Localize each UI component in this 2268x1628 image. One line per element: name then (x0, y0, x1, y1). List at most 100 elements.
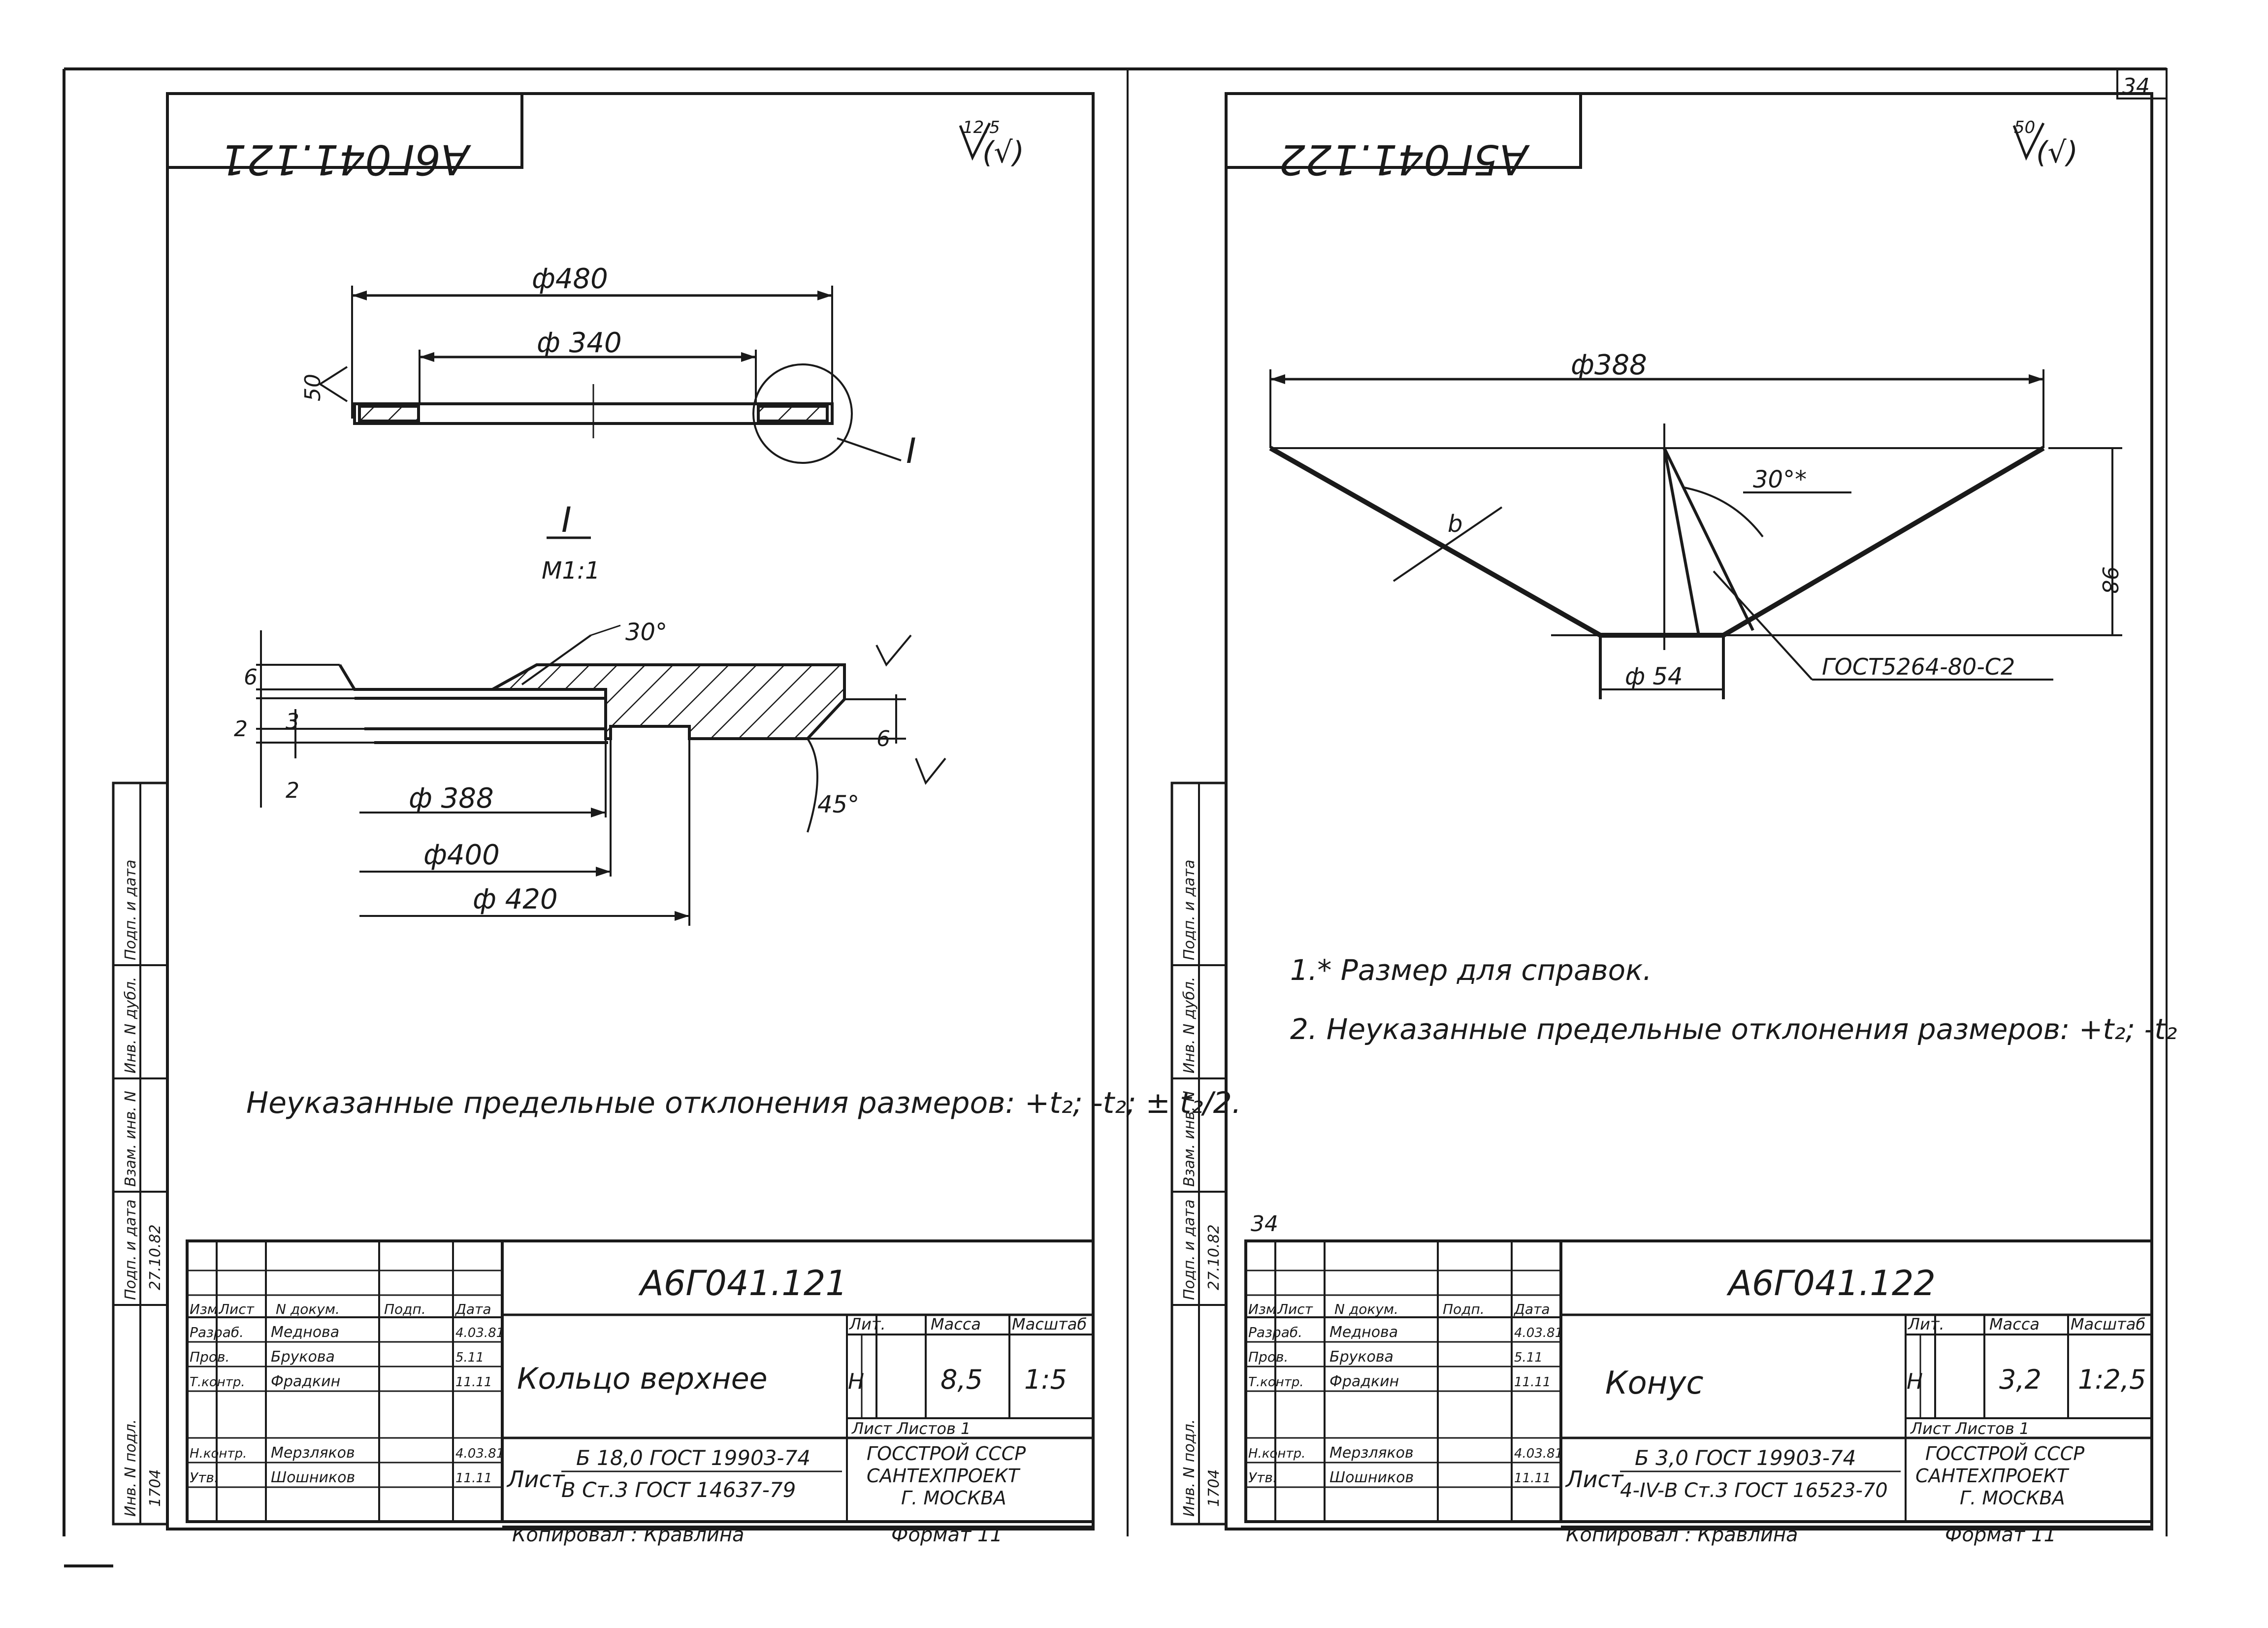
left-tb-mass: 8,5 (940, 1364, 983, 1395)
svg-text:27.10.82: 27.10.82 (147, 1224, 164, 1290)
svg-text:11.11: 11.11 (1514, 1375, 1551, 1390)
svg-text:Изм.: Изм. (190, 1301, 222, 1317)
svg-text:1704: 1704 (147, 1469, 164, 1507)
svg-text:Подп. и дата: Подп. и дата (1181, 1200, 1198, 1300)
svg-text:12,5: 12,5 (963, 118, 1000, 137)
left-title-block: А6Г041.121 Кольцо верхнее Лит. Масса Мас… (186, 1239, 1095, 1523)
weld-callout: ГОСТ5264-80-С2 (1822, 653, 2015, 680)
svg-text:Инв. N подл.: Инв. N подл. (1181, 1419, 1198, 1517)
right-note-2: 2. Неуказанные предельные отклонения раз… (1290, 1012, 2177, 1046)
right-note-1: 1.* Размер для справок. (1290, 953, 1652, 987)
dim-d340: ф 340 (537, 327, 622, 359)
left-roughness-mark: 12,5 (√) (959, 118, 1024, 170)
right-tb-scale: 1:2,5 (2078, 1364, 2146, 1395)
dim-cone-h98: 98 (2097, 566, 2122, 594)
dim-h6r: 6 (876, 726, 890, 751)
left-sheet: А6Г041.121 12,5 (√) ф480 ф 340 (112, 92, 1241, 1546)
svg-text:Масса: Масса (931, 1315, 981, 1334)
svg-text:Лит.: Лит. (1908, 1315, 1944, 1334)
detail-I: I М1:1 6 2 3 2 30° 6 (234, 500, 946, 926)
svg-text:Мерзляков: Мерзляков (1329, 1444, 1414, 1462)
svg-text:50: 50 (2014, 118, 2035, 137)
svg-text:Разраб.: Разраб. (190, 1324, 244, 1340)
right-designation-inverted: А5Г041.122 (1279, 135, 1530, 184)
svg-text:Разраб.: Разраб. (1248, 1324, 1302, 1340)
svg-text:4.03.81: 4.03.81 (455, 1446, 504, 1461)
ring-view: ф480 ф 340 I 50 (300, 263, 916, 471)
svg-text:Инв. N дубл.: Инв. N дубл. (1181, 977, 1198, 1074)
svg-text:Меднова: Меднова (271, 1324, 339, 1341)
svg-text:ГОССТРОЙ СССР: ГОССТРОЙ СССР (1925, 1443, 2084, 1465)
svg-text:Шошников: Шошников (271, 1469, 355, 1486)
svg-text:Подп. и дата: Подп. и дата (1181, 860, 1198, 960)
left-tb-designation: А6Г041.121 (638, 1263, 847, 1303)
svg-text:Подп. и дата: Подп. и дата (122, 860, 139, 960)
svg-text:Масштаб: Масштаб (2071, 1315, 2145, 1334)
left-designation-inverted: А6Г041.121 (220, 135, 471, 184)
detail-scale: М1:1 (542, 557, 600, 585)
svg-text:Лист: Лист (506, 1466, 565, 1493)
svg-text:27.10.82: 27.10.82 (1205, 1224, 1223, 1290)
right-side-strip: Подп. и дата Инв. N дубл. Взам. инв. N П… (1170, 781, 1228, 1526)
right-tb-name: Конус (1605, 1365, 1704, 1401)
svg-text:Утв.: Утв. (190, 1469, 219, 1486)
svg-text:Лист Листов 1: Лист Листов 1 (1910, 1419, 2029, 1438)
right-tb-mass: 3,2 (1999, 1364, 2041, 1395)
left-side-strip: Подп. и дата Инв. N дубл. Взам. инв. N П… (112, 781, 169, 1526)
svg-text:Пров.: Пров. (190, 1349, 229, 1365)
svg-text:Фрадкин: Фрадкин (1329, 1373, 1399, 1390)
svg-text:11.11: 11.11 (1514, 1471, 1551, 1486)
dim-cone-thick: b (1448, 510, 1462, 538)
callout-I: I (906, 431, 916, 471)
dim-h6: 6 (244, 665, 258, 690)
svg-text:Брукова: Брукова (271, 1348, 335, 1366)
svg-text:Инв. N дубл.: Инв. N дубл. (122, 977, 139, 1074)
dim-h2b: 2 (286, 778, 299, 803)
svg-text:11.11: 11.11 (455, 1375, 492, 1390)
svg-text:5.11: 5.11 (1514, 1350, 1543, 1365)
dim-cone-a30: 30°* (1753, 466, 1807, 493)
dim-r50: 50 (300, 374, 325, 401)
svg-text:Дата: Дата (454, 1301, 491, 1317)
right-roughness-mark: 50 (√) (2012, 118, 2078, 170)
svg-text:Т.контр.: Т.контр. (190, 1375, 245, 1390)
left-tb-scale: 1:5 (1024, 1364, 1067, 1395)
svg-text:Масса: Масса (1989, 1315, 2040, 1334)
right-corner-number: 34 (1251, 1211, 1278, 1237)
svg-text:5.11: 5.11 (455, 1350, 484, 1365)
svg-text:Взам. инв. N: Взам. инв. N (122, 1091, 139, 1187)
left-tb-material-top: Б 18,0 ГОСТ 19903-74 (576, 1446, 810, 1470)
svg-text:Взам. инв. N: Взам. инв. N (1181, 1091, 1198, 1187)
right-tb-material-bottom: 4-IV-В Ст.3 ГОСТ 16523-70 (1620, 1479, 1888, 1502)
dim-d388: ф 388 (409, 782, 494, 814)
svg-text:1704: 1704 (1205, 1469, 1223, 1507)
left-tb-lit: Н (848, 1369, 864, 1394)
svg-text:4.03.81: 4.03.81 (1514, 1326, 1563, 1340)
svg-text:Г. МОСКВА: Г. МОСКВА (901, 1487, 1006, 1509)
outer-border (63, 67, 2168, 1567)
svg-text:Лист Листов 1: Лист Листов 1 (851, 1419, 971, 1438)
dim-d400: ф400 (423, 839, 500, 871)
dim-d420: ф 420 (473, 883, 558, 915)
svg-text:Подп.: Подп. (1443, 1301, 1485, 1317)
dim-h3: 3 (286, 709, 299, 734)
svg-text:Лист: Лист (1565, 1466, 1624, 1493)
left-tb-name: Кольцо верхнее (517, 1362, 768, 1396)
right-tb-designation: А6Г041.122 (1726, 1263, 1936, 1303)
svg-text:Лит.: Лит. (849, 1315, 886, 1334)
svg-text:Пров.: Пров. (1248, 1349, 1288, 1365)
dim-cone-d388: ф388 (1571, 349, 1647, 381)
cone-view: ф388 ф 54 98 30°* b ГОСТ5264-80-С2 (1269, 349, 2122, 699)
dim-a45: 45° (817, 791, 859, 818)
svg-text:Масштаб: Масштаб (1012, 1315, 1087, 1334)
svg-text:Дата: Дата (1513, 1301, 1550, 1317)
svg-text:Г. МОСКВА: Г. МОСКВА (1960, 1487, 2065, 1509)
svg-text:4.03.81: 4.03.81 (1514, 1446, 1563, 1461)
right-tb-material-top: Б 3,0 ГОСТ 19903-74 (1635, 1446, 1856, 1470)
svg-text:Меднова: Меднова (1329, 1324, 1398, 1341)
right-tb-lit: Н (1907, 1369, 1923, 1394)
dim-cone-d54: ф 54 (1625, 663, 1683, 690)
svg-text:САНТЕХПРОЕКТ: САНТЕХПРОЕКТ (1915, 1465, 2070, 1487)
dim-a30: 30° (625, 619, 667, 646)
svg-text:(√): (√) (2036, 135, 2078, 170)
